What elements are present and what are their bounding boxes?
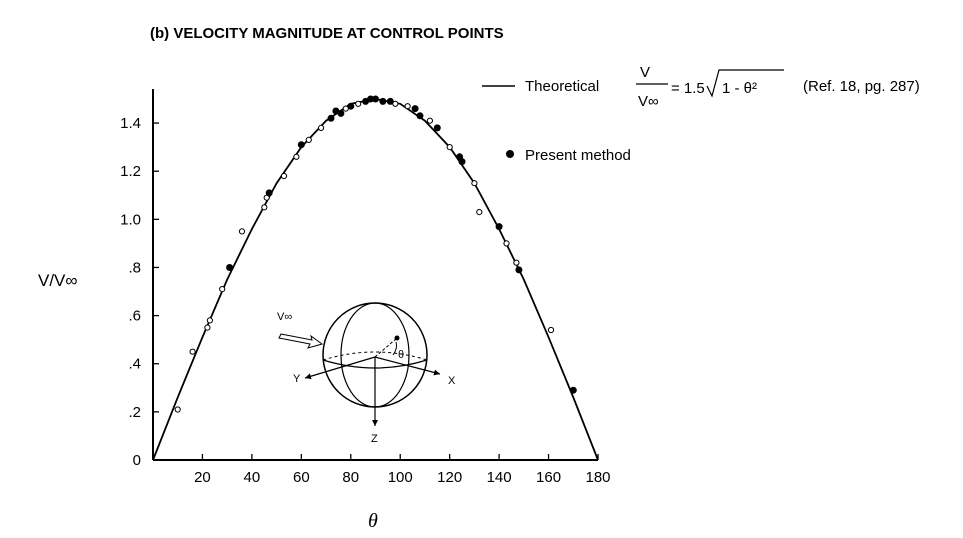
y-tick-label: .8	[128, 259, 141, 276]
data-point	[265, 189, 273, 197]
legend-formula-radicand: 1 - θ²	[722, 80, 757, 97]
y-tick-label: 1.0	[120, 211, 141, 228]
y-axis-label: V/V∞	[38, 271, 78, 290]
data-point	[305, 136, 312, 143]
data-point	[379, 97, 387, 105]
data-point	[416, 112, 424, 120]
legend: Theoretical V V∞ = 1.5 1 - θ² (Ref. 18, …	[482, 64, 920, 164]
data-point	[404, 103, 411, 110]
x-axis-arrow	[374, 356, 441, 376]
legend-dot-marker	[506, 150, 514, 158]
theta-label: θ	[398, 349, 404, 361]
surface-point	[394, 335, 400, 341]
y-tick-label: .2	[128, 404, 141, 421]
data-point	[569, 386, 577, 394]
data-point	[411, 105, 419, 113]
legend-formula-rhs: = 1.5	[671, 80, 705, 97]
x-tick-label: 40	[244, 469, 261, 486]
inset-x-label: X	[448, 375, 456, 387]
data-point	[471, 180, 478, 187]
data-point	[503, 240, 510, 247]
x-axis: 20 40 60 80 100 120 140 160 180	[153, 454, 611, 486]
x-tick-label: 140	[487, 469, 512, 486]
chart-title: (b) VELOCITY MAGNITUDE AT CONTROL POINTS	[150, 25, 504, 42]
data-point	[392, 100, 399, 107]
data-point	[204, 324, 211, 331]
data-point	[458, 158, 466, 166]
x-tick-label: 60	[293, 469, 310, 486]
legend-formula-denominator: V∞	[638, 93, 659, 110]
y-tick-label: 1.2	[120, 163, 141, 180]
data-point	[226, 264, 234, 271]
data-point	[327, 114, 335, 122]
theta-arc	[392, 341, 398, 356]
x-tick-label: 120	[437, 469, 462, 486]
data-point	[446, 144, 453, 151]
legend-theoretical-label: Theoretical	[525, 78, 599, 95]
legend-formula-numerator: V	[640, 64, 650, 81]
data-point	[219, 286, 226, 293]
y-tick-label: .4	[128, 356, 141, 373]
legend-present-label: Present method	[525, 147, 631, 164]
data-point	[355, 100, 362, 107]
x-axis-label: θ	[368, 510, 378, 532]
data-point	[318, 124, 325, 132]
sqrt-symbol	[706, 69, 784, 98]
inset-y-label: Y	[293, 373, 301, 385]
data-point	[547, 326, 555, 334]
y-axis: 0 .2 .4 .6 .8 1.0 1.2 1.4	[120, 89, 159, 469]
data-point	[386, 97, 394, 105]
data-point	[206, 317, 213, 324]
data-point	[189, 348, 196, 355]
data-point	[372, 95, 379, 103]
freestream-arrow	[278, 333, 324, 349]
present-method-points	[174, 95, 577, 413]
inset-z-label: Z	[371, 433, 378, 445]
data-point	[174, 406, 181, 413]
data-point	[261, 204, 268, 211]
sphere-inset: θ Y X Z V∞	[277, 302, 456, 445]
data-point	[515, 266, 523, 274]
data-point	[238, 228, 246, 235]
y-tick-label: 0	[133, 452, 141, 469]
data-point	[337, 109, 345, 117]
data-point	[433, 124, 441, 132]
data-point	[347, 102, 355, 110]
x-tick-label: 80	[342, 469, 359, 486]
data-point	[426, 117, 433, 124]
y-axis-arrow	[304, 356, 376, 380]
data-point	[280, 172, 288, 180]
x-tick-label: 20	[194, 469, 211, 486]
data-point	[293, 153, 300, 160]
data-point	[513, 259, 520, 266]
freestream-label: V∞	[277, 311, 292, 323]
x-tick-label: 100	[388, 469, 413, 486]
x-tick-label: 180	[585, 469, 610, 486]
data-point	[476, 209, 483, 216]
y-tick-label: 1.4	[120, 115, 141, 132]
y-tick-label: .6	[128, 308, 141, 325]
legend-reference: (Ref. 18, pg. 287)	[803, 78, 920, 95]
data-point	[297, 141, 305, 149]
data-point	[495, 223, 503, 231]
x-tick-label: 160	[536, 469, 561, 486]
